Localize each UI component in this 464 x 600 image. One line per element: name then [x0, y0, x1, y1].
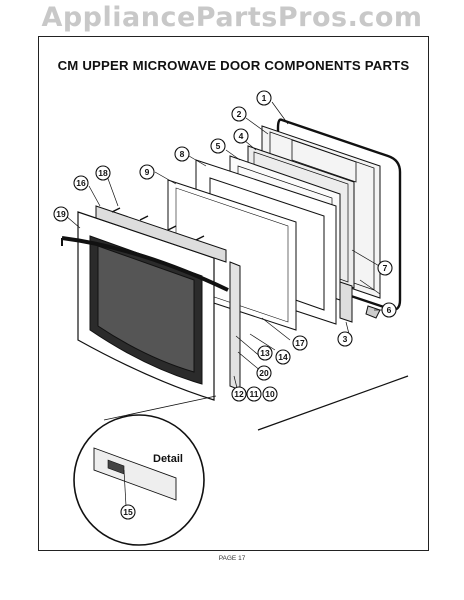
- svg-text:8: 8: [180, 149, 185, 159]
- callout-15: 15: [120, 504, 136, 520]
- detail-label: Detail: [153, 453, 183, 465]
- callout-7: 7: [377, 260, 393, 276]
- callout-10: 10: [262, 386, 278, 402]
- svg-text:1: 1: [262, 93, 267, 103]
- svg-text:17: 17: [295, 338, 305, 348]
- svg-text:11: 11: [250, 389, 259, 399]
- svg-text:12: 12: [234, 389, 244, 399]
- callout-8: 8: [174, 146, 190, 162]
- svg-text:5: 5: [216, 141, 221, 151]
- svg-text:9: 9: [145, 167, 150, 177]
- diagram-frame: [38, 36, 429, 551]
- svg-text:19: 19: [56, 209, 66, 219]
- svg-text:10: 10: [265, 389, 275, 399]
- callout-20: 20: [256, 365, 272, 381]
- door-handle: [61, 236, 229, 292]
- svg-text:14: 14: [278, 352, 288, 362]
- svg-text:6: 6: [387, 305, 392, 315]
- hinge-bracket: [229, 261, 241, 391]
- top-trim: [95, 205, 227, 263]
- callout-17: 17: [292, 335, 308, 351]
- callout-1: 1: [256, 90, 272, 106]
- page-number: PAGE 17: [218, 555, 246, 562]
- svg-text:20: 20: [259, 368, 269, 378]
- watermark-logo: AppliancePartsPros.com: [41, 2, 423, 33]
- callout-6: 6: [381, 302, 397, 318]
- callout-19: 19: [53, 206, 69, 222]
- callout-12: 12: [231, 386, 247, 402]
- callout-18: 18: [95, 165, 111, 181]
- svg-text:7: 7: [383, 263, 388, 273]
- svg-text:4: 4: [239, 131, 244, 141]
- svg-text:3: 3: [343, 334, 348, 344]
- callout-4: 4: [233, 128, 249, 144]
- callout-3: 3: [337, 331, 353, 347]
- door-clip: [365, 305, 381, 319]
- svg-text:16: 16: [76, 178, 86, 188]
- callout-11: 11: [246, 386, 262, 402]
- callout-5: 5: [210, 138, 226, 154]
- detail-magnifier: [73, 395, 217, 546]
- svg-text:18: 18: [98, 168, 108, 178]
- callout-13: 13: [257, 345, 273, 361]
- door-latch: [339, 281, 353, 323]
- callout-14: 14: [275, 349, 291, 365]
- callout-16: 16: [73, 175, 89, 191]
- svg-text:15: 15: [123, 507, 133, 517]
- callout-9: 9: [139, 164, 155, 180]
- svg-text:2: 2: [237, 109, 242, 119]
- page-title: CM UPPER MICROWAVE DOOR COMPONENTS PARTS: [57, 58, 410, 73]
- callout-2: 2: [231, 106, 247, 122]
- svg-text:13: 13: [260, 348, 270, 358]
